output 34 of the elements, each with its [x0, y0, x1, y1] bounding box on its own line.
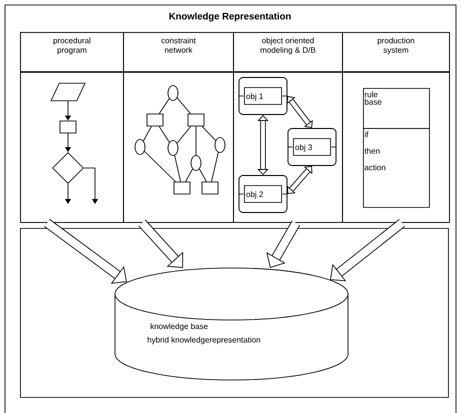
circle-symbol	[190, 155, 202, 171]
circle-symbol	[168, 85, 178, 101]
box-symbol	[146, 114, 164, 126]
box-symbol	[202, 182, 218, 194]
circle-symbol	[214, 137, 226, 153]
circle-symbol	[134, 139, 146, 155]
panel: constraint network	[123, 32, 234, 223]
connector-line	[199, 168, 207, 182]
connector-line	[176, 98, 191, 114]
object-box: obj 1	[238, 77, 288, 115]
database-cylinder: knowledge base hybrid knowledgerepresentation	[114, 268, 348, 380]
connector-line	[174, 155, 181, 182]
connector-line	[143, 126, 152, 142]
block-arrow	[138, 220, 184, 268]
object-box: obj 2	[238, 175, 288, 213]
block-arrow	[44, 219, 127, 284]
panel	[20, 228, 449, 398]
panel: procedural program	[20, 32, 124, 223]
decision-diamond	[52, 152, 84, 184]
connector-line	[158, 98, 170, 114]
block-arrow	[330, 219, 405, 282]
connector-line	[185, 168, 193, 182]
title: Knowledge Representation	[169, 12, 291, 22]
connector-line	[176, 126, 192, 144]
connector-line	[211, 152, 219, 182]
arrow	[84, 168, 98, 204]
box-symbol	[174, 182, 190, 194]
box-symbol	[60, 120, 76, 134]
connector-line	[202, 126, 216, 141]
box-symbol	[188, 114, 204, 126]
object-box: obj 3	[287, 128, 337, 166]
connector-line	[158, 126, 170, 143]
connector-line	[144, 150, 176, 182]
circle-symbol	[168, 140, 178, 156]
